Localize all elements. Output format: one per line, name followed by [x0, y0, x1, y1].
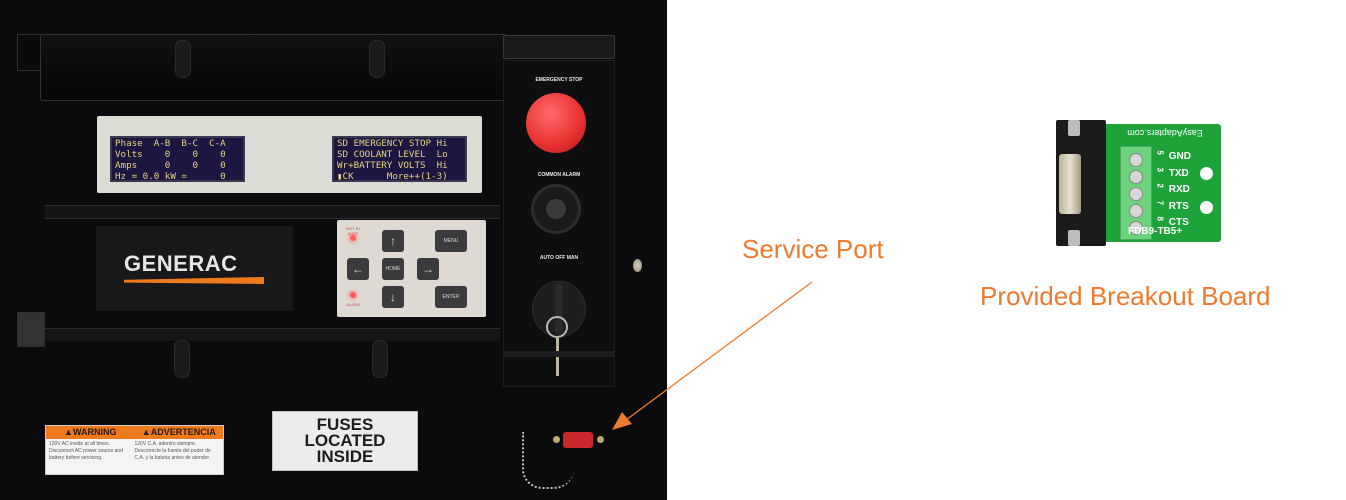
db9-face — [1059, 154, 1081, 214]
up-arrow-key[interactable]: ↑ — [382, 230, 404, 252]
lcd-line: Hz = 0.0 kW = 0 — [115, 171, 226, 182]
warning-label: ▲WARNING ▲ADVERTENCIA 120V AC inside at … — [45, 425, 224, 475]
not-in-auto-label: NOT IN AUTO — [346, 226, 360, 236]
mode-switch-label: AUTO OFF MAN — [539, 255, 579, 261]
home-key[interactable]: HOME — [382, 258, 404, 280]
pin-label: 2 RXD — [1155, 183, 1190, 196]
pin-label: 7 RTS — [1155, 200, 1189, 213]
alarm-horn-icon — [531, 184, 581, 234]
screw-terminal-block — [1120, 146, 1152, 240]
port-screw — [553, 436, 560, 443]
alarm-led — [350, 292, 356, 298]
alarm-led-label: ALARM — [346, 302, 360, 307]
emergency-stop-header-plate — [503, 35, 615, 59]
keypad: NOT IN AUTO ALARM ↑ ← HOME → ↓ MENU ENTE… — [337, 220, 486, 317]
lcd-line: Amps 0 0 0 — [115, 160, 226, 171]
door-latch-knob[interactable] — [633, 259, 642, 272]
fuses-line: INSIDE — [316, 447, 374, 466]
right-arrow-key[interactable]: → — [417, 258, 439, 280]
bottom-rail — [45, 328, 500, 341]
subpanel-shelf — [504, 351, 614, 357]
lcd-line: Wr+BATTERY VOLTS Hi — [337, 160, 448, 171]
down-arrow-key[interactable]: ↓ — [382, 286, 404, 308]
pcb: EasyAdapters.com 5 GND 3 TXD 2 RXD 7 RTS… — [1100, 124, 1221, 242]
lcd-line: Phase A-B B-C C-A — [115, 138, 226, 149]
fuses-line: FUSES — [316, 415, 374, 434]
enter-key[interactable]: ENTER — [435, 286, 467, 308]
lcd-line: ▮CK More++(1-3) — [337, 171, 448, 182]
breakout-board: EasyAdapters.com 5 GND 3 TXD 2 RXD 7 RTS… — [1036, 118, 1231, 258]
breakout-board-annotation: Provided Breakout Board — [980, 281, 1271, 311]
mounting-hole — [1200, 201, 1213, 214]
lcd-line: SD COOLANT LEVEL Lo — [337, 149, 448, 160]
terminal-screw — [1129, 170, 1143, 184]
service-port[interactable] — [563, 432, 593, 448]
db9-connector — [1056, 120, 1106, 246]
common-alarm-label: COMMON ALARM — [537, 172, 581, 178]
warning-text-en: 120V AC inside at all times. Disconnect … — [49, 441, 123, 461]
emergency-stop-button[interactable] — [526, 93, 586, 153]
warning-heading: ▲WARNING — [64, 427, 117, 437]
lcd-line: Volts 0 0 0 — [115, 149, 226, 160]
panel-corner-bracket — [17, 312, 45, 347]
rail-slot — [372, 340, 388, 378]
key-ring-icon — [546, 316, 568, 338]
db9-screw — [1068, 120, 1080, 136]
fuses-line: LOCATED — [304, 431, 386, 450]
pin-label: 5 GND — [1155, 150, 1192, 163]
terminal-screw — [1129, 204, 1143, 218]
emergency-stop-label: EMERGENCY STOP — [535, 77, 583, 83]
key-icon — [556, 338, 559, 376]
pcb-brand: EasyAdapters.com — [1127, 128, 1203, 138]
port-screw — [597, 436, 604, 443]
port-cap-chain — [522, 432, 574, 489]
db9-screw — [1068, 230, 1080, 246]
fuses-located-inside-label: FUSES LOCATED INSIDE — [272, 411, 418, 471]
not-in-auto-led — [350, 235, 356, 241]
top-rail — [40, 34, 507, 101]
pcb-model: FDB9-TB5+ — [1128, 226, 1183, 237]
pin-label: 3 TXD — [1155, 167, 1189, 180]
generac-logo: GENERAC — [124, 251, 238, 276]
switch-handle — [555, 284, 563, 334]
menu-key[interactable]: MENU — [435, 230, 467, 252]
lcd-line: SD EMERGENCY STOP Hi — [337, 138, 448, 149]
warning-text-es: 120V C.A. adentro siempre. Desconecte la… — [134, 441, 211, 461]
terminal-screw — [1129, 187, 1143, 201]
logo-swoosh-icon — [124, 277, 264, 284]
left-arrow-key[interactable]: ← — [347, 258, 369, 280]
service-port-annotation: Service Port — [742, 234, 884, 264]
terminal-screw — [1129, 221, 1143, 235]
rail-slot — [175, 40, 191, 78]
advertencia-heading: ▲ADVERTENCIA — [141, 427, 216, 437]
control-subpanel: EMERGENCY STOP COMMON ALARM AUTO OFF MAN — [503, 60, 615, 387]
rail-slot — [174, 340, 190, 378]
terminal-screw — [1129, 153, 1143, 167]
generac-logo-plate: GENERAC — [96, 226, 293, 311]
mounting-hole — [1200, 167, 1213, 180]
middle-rail — [45, 205, 500, 219]
rail-slot — [369, 40, 385, 78]
pin-label: 8 CTS — [1155, 216, 1189, 229]
